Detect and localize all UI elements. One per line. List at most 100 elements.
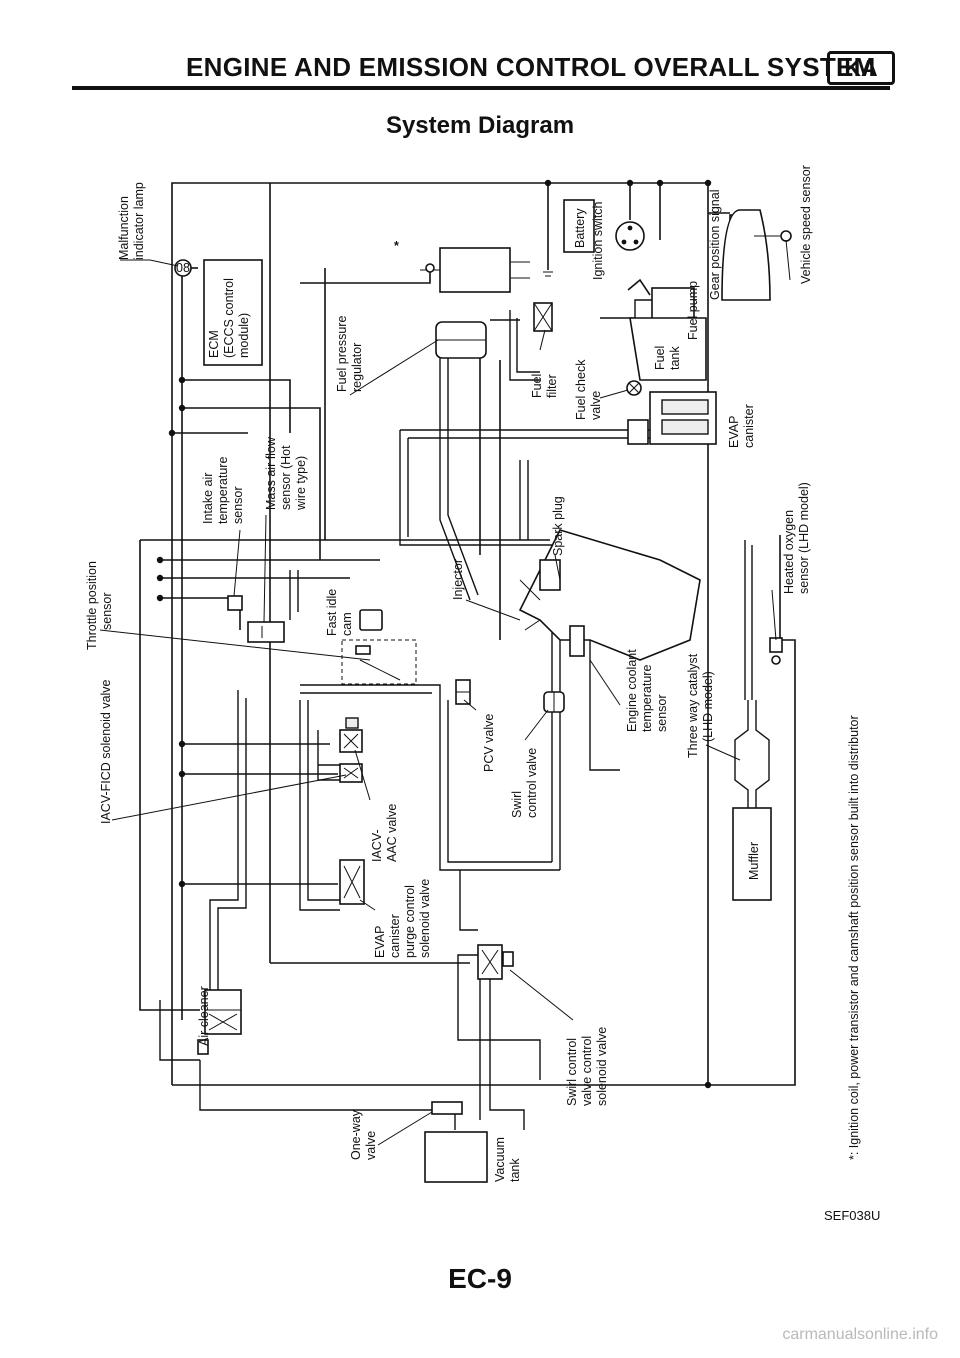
label-battery: Battery [573,208,587,248]
fuel-injector-assembly [420,247,530,293]
asterisk-marker: * [394,239,399,253]
iacv-ficd-solenoid [339,763,363,783]
label-heated-oxygen-sensor-1: Heated oxygen [782,510,796,594]
label-one-way-valve-1: One-way [349,1109,363,1160]
label-vacuum-tank-1: Vacuum [493,1137,507,1182]
label-mass-air-flow-sensor-2: sensor (Hot [279,445,293,510]
label-swirl-control-valve: Swirl control valve [510,748,539,818]
label-mass-air-flow-sensor-1: Mass air flow [264,436,278,510]
label-throttle-position-sensor-1: Throttle position [85,561,99,650]
mil-lamp-code: 08 [176,261,190,275]
pcv-valve [455,679,471,705]
intake-air-temp-sensor [227,595,243,611]
mil-lamp: 08 [174,259,192,277]
label-throttle-position-sensor-2: sensor [100,592,114,630]
label-injector: Injector [451,559,465,600]
wiring-harness [139,179,796,1089]
label-fuel-tank: Fuel tank [653,346,682,370]
fuel-check-valve [626,380,642,396]
muffler [732,807,772,901]
vacuum-tank [424,1131,488,1183]
label-spark-plug: Spark plug [551,496,565,556]
figure-reference: SEF038U [824,1208,881,1223]
label-evap-purge-1: EVAP [373,926,387,958]
label-fuel-pressure-regulator-2: regulator [350,343,364,392]
engine-block [518,529,701,661]
swirl-control-solenoid [477,944,514,980]
label-vacuum-tank: Vacuum tank [493,1137,522,1182]
label-engine-coolant-temperature-sensor-2: temperature [640,665,654,732]
label-intake-air-temperature-sensor-1: Intake air [201,473,215,524]
label-vehicle-speed-sensor: Vehicle speed sensor [799,165,813,284]
label-iacv-aac-valve: IACV- AAC valve [370,804,399,862]
battery [543,199,595,277]
label-malfunction-indicator-lamp-2: indicator lamp [132,182,146,260]
label-one-way-valve: One-way valve [349,1109,378,1160]
label-throttle-position-sensor: Throttle position sensor [85,561,114,650]
throttle-body [341,639,417,685]
label-air-cleaner: Air cleaner [197,986,211,1046]
fast-idle-cam [359,609,383,631]
label-evap-purge-3: purge control [403,885,417,958]
evap-purge-solenoid [339,859,365,905]
exhaust-and-catalyst [734,700,770,810]
air-cleaner [197,989,242,1055]
label-heated-oxygen-sensor: Heated oxygen sensor (LHD model) [782,482,811,594]
vehicle-speed-sensor [721,209,792,301]
heated-oxygen-sensor [769,637,783,665]
model-badge: KA [827,51,895,85]
fuel-pressure-regulator [435,321,487,359]
label-swirl-solenoid-3: solenoid valve [595,1027,609,1106]
leader-lines [99,239,791,1146]
label-pcv-valve: PCV valve [482,714,496,772]
page-header-title: ENGINE AND EMISSION CONTROL OVERALL SYST… [186,52,876,82]
label-engine-coolant-temperature-sensor-3: sensor [655,694,669,732]
header-rule [72,86,890,90]
label-gear-position-signal: Gear position signal [708,190,722,300]
label-evap-purge-4: solenoid valve [418,879,432,958]
label-one-way-valve-2: valve [364,1131,378,1160]
label-three-way-catalyst: Three way catalyst (LHD model) [686,653,715,758]
label-fuel-pump: Fuel pump [686,281,700,340]
label-evap-canister: EVAP canister [727,404,756,448]
page-number: EC-9 [448,1263,512,1294]
label-ignition-switch: Ignition switch [591,201,605,280]
label-engine-coolant-temperature-sensor: Engine coolant temperature sensor [625,649,669,732]
label-intake-air-temperature-sensor-3: sensor [231,486,245,524]
label-iacv-aac-valve-2: AAC valve [385,804,399,862]
swirl-control-valve [543,691,565,713]
label-fuel-filter-2: filter [545,374,559,398]
label-fuel-tank-1: Fuel [653,346,667,370]
label-swirl-control-valve-1: Swirl [510,791,524,818]
label-fuel-check-valve: Fuel check valve [574,359,603,420]
label-muffler: Muffler [747,842,761,880]
evap-canister [627,391,717,445]
fuel-filter [533,302,553,332]
label-fuel-filter: Fuel filter [530,374,559,398]
label-fuel-filter-1: Fuel [530,374,544,398]
label-vacuum-tank-2: tank [508,1158,522,1182]
label-swirl-solenoid-1: Swirl control [565,1038,579,1106]
label-evap-canister-1: EVAP [727,416,741,448]
fuel-pump [627,278,695,321]
footnote: *: Ignition coil, power transistor and c… [847,715,861,1160]
label-evap-canister-2: canister [742,404,756,448]
ecm-box [203,259,263,366]
label-ecm-2: (ECCS control [222,278,236,358]
label-mass-air-flow-sensor-3: wire type) [294,456,308,511]
label-swirl-solenoid-2: valve control [580,1036,594,1106]
label-swirl-control-valve-control-solenoid-valve: Swirl control valve control solenoid val… [565,1027,609,1106]
section-title: System Diagram [385,112,575,139]
iacv-aac-valve [339,717,363,753]
label-malfunction-indicator-lamp-1: Malfunction [117,196,131,260]
watermark: carmanualsonline.info [782,1326,938,1343]
label-fuel-check-valve-2: valve [589,391,603,420]
label-fuel-pressure-regulator-1: Fuel pressure [335,316,349,392]
label-intake-air-temperature-sensor-2: temperature [216,457,230,524]
label-malfunction-indicator-lamp: Malfunction indicator lamp [117,182,146,260]
label-ecm: ECM (ECCS control module) [207,278,251,358]
label-mass-air-flow-sensor: Mass air flow sensor (Hot wire type) [264,436,308,511]
label-heated-oxygen-sensor-2: sensor (LHD model) [797,482,811,594]
label-ecm-3: module) [237,313,251,358]
